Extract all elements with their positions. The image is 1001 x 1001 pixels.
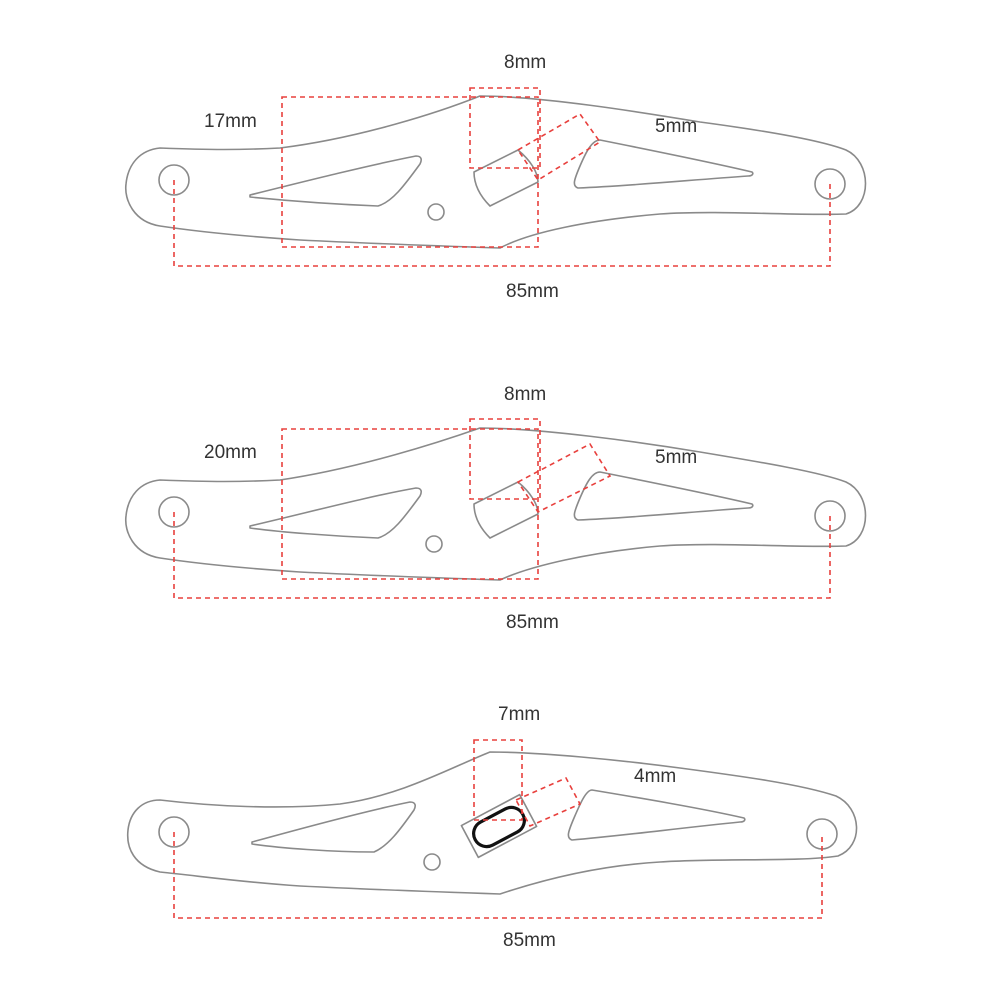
- left-cutout: [251, 801, 416, 853]
- small-hole: [427, 203, 445, 221]
- lever-outline: [124, 427, 867, 581]
- lever-diagram-2: 20mm 8mm 5mm 85mm: [124, 384, 867, 633]
- slot-label: 5mm: [655, 447, 697, 468]
- length-dimension-line: [173, 832, 823, 919]
- length-dimension-line: [173, 180, 831, 267]
- width-label: 8mm: [504, 384, 546, 405]
- slot-label: 4mm: [634, 766, 676, 787]
- left-cutout: [249, 487, 422, 539]
- height-label: 17mm: [204, 111, 257, 132]
- width-dimension-box: [469, 418, 541, 500]
- left-mount-hole: [158, 816, 190, 848]
- right-cutout: [573, 471, 754, 521]
- right-cutout: [567, 789, 746, 841]
- length-dimension-line: [173, 512, 831, 599]
- slot-dimension-box: [514, 776, 582, 828]
- slot-dimension-box: [516, 112, 602, 182]
- slot-end: [473, 481, 539, 539]
- width-dimension-box: [473, 739, 523, 821]
- left-cutout: [249, 155, 422, 207]
- small-hole: [423, 853, 441, 871]
- right-mount-hole: [814, 500, 846, 532]
- lever-outline: [124, 95, 867, 249]
- left-mount-hole: [158, 496, 190, 528]
- small-hole: [425, 535, 443, 553]
- slot-frame: [460, 793, 538, 859]
- left-mount-hole: [158, 164, 190, 196]
- height-label: 20mm: [204, 442, 257, 463]
- length-label: 85mm: [503, 930, 556, 951]
- width-dimension-box: [469, 87, 541, 169]
- oval-slot: [472, 805, 526, 849]
- right-mount-hole: [814, 168, 846, 200]
- width-label: 7mm: [498, 704, 540, 725]
- right-mount-hole: [806, 818, 838, 850]
- slot-end: [473, 149, 539, 207]
- right-cutout: [573, 139, 754, 189]
- slot-label: 5mm: [655, 116, 697, 137]
- height-dimension-box: [281, 96, 539, 248]
- length-label: 85mm: [506, 281, 559, 302]
- lever-diagram-1: 17mm 8mm 5mm 85mm: [124, 52, 867, 302]
- lever-diagram-3: 7mm 4mm 85mm: [126, 704, 858, 951]
- height-dimension-box: [281, 428, 539, 580]
- width-label: 8mm: [504, 52, 546, 73]
- lever-outline: [126, 751, 858, 895]
- slot-dimension-box: [516, 442, 612, 514]
- length-label: 85mm: [506, 612, 559, 633]
